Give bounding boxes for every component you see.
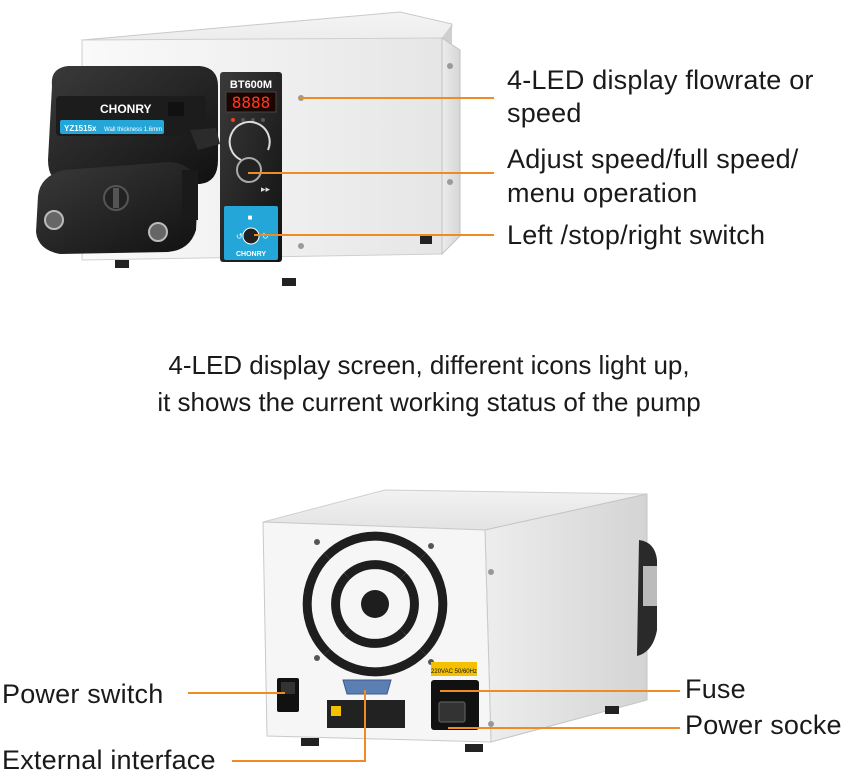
external-interface-port[interactable] [342,679,392,695]
direction-switch[interactable] [242,227,260,245]
leader-display [300,97,494,99]
leader-switch [254,234,494,236]
front-pump-illustration: BT600M 8888 ▸▸ ■ ↺ ↻ CHONRY CHONRY YZ151… [36,11,461,286]
leader-socket [448,727,680,729]
right-clamp-screw [148,222,168,242]
panel-brand-text: CHONRY [236,251,266,258]
caption-line1: 4-LED display screen, different icons li… [168,350,690,380]
svg-text:↺: ↺ [236,232,243,241]
svg-text:■: ■ [248,213,253,222]
callout-power-switch: Power switch [2,679,164,709]
led-display: 8888 [232,93,271,112]
tube-sub: Wall thickness 1.6mm [104,127,162,133]
callout-external-interface: External interface [2,745,216,775]
callout-display-line2: speed [507,98,582,128]
callout-fuse: Fuse [685,674,746,704]
leader-interface [232,760,366,762]
tube-label: YZ1515x [64,124,97,133]
leader-knob [248,172,494,174]
model-text: BT600M [230,79,272,91]
speed-knob[interactable] [236,157,262,183]
power-socket[interactable] [438,701,466,723]
left-clamp-screw [44,210,64,230]
pump-head-brand: CHONRY [100,102,152,116]
callout-display-line1: 4-LED display flowrate or [507,65,814,95]
callout-switch: Left /stop/right switch [507,220,766,250]
callout-power-socket: Power socke [685,710,842,740]
caption-line2: it shows the current working status of t… [157,387,701,417]
voltage-label: 220VAC 50/60Hz [431,669,477,675]
fan-grille [302,531,448,677]
leader-interface-vertical [364,690,366,762]
callout-knob-line1: Adjust speed/full speed/ [507,144,799,174]
leader-power-switch [188,692,285,694]
leader-fuse [440,690,680,692]
callout-knob-line2: menu operation [507,178,698,208]
rear-pump-illustration: 220VAC 50/60Hz [262,489,657,752]
svg-text:▸▸: ▸▸ [261,185,271,195]
svg-text:↻: ↻ [262,232,269,241]
